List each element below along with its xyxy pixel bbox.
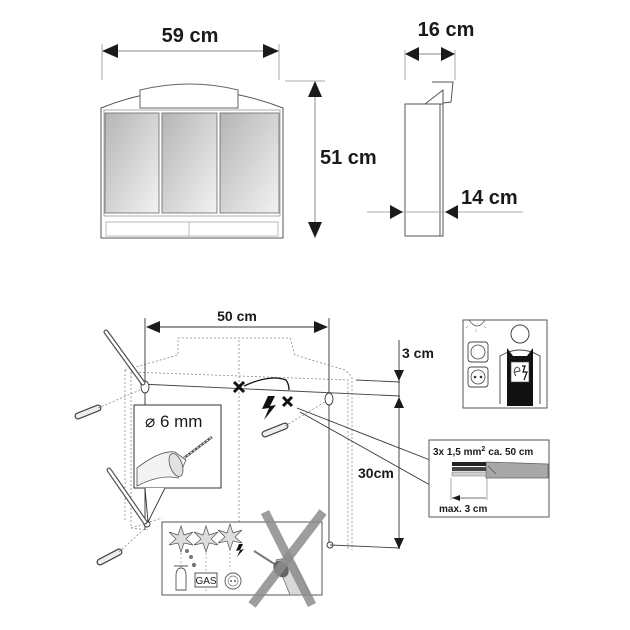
arrow-down-icon <box>394 370 404 381</box>
warning-panel: GAS <box>161 509 327 608</box>
wall-plug-icon <box>96 529 144 566</box>
arrow-left-icon <box>146 321 160 333</box>
arrow-down-icon <box>308 222 322 238</box>
height-label: 51 cm <box>320 147 377 169</box>
depth-top-label: 16 cm <box>418 19 475 41</box>
arrow-right-icon <box>263 44 279 58</box>
burst-icon <box>168 524 194 554</box>
faucet-icon <box>174 565 188 591</box>
hole-spacing-label: 50 cm <box>217 308 257 324</box>
strip-length-label: max. 3 cm <box>439 504 487 515</box>
depth-body-label: 14 cm <box>461 187 518 209</box>
socket-icon <box>224 572 242 590</box>
arrow-up-icon <box>308 81 322 97</box>
vertical-spacing-label: 30cm <box>358 465 394 481</box>
water-drop-icon <box>185 549 189 553</box>
arrow-left-icon <box>405 47 419 61</box>
drill-icon <box>136 436 213 487</box>
arrow-up-icon <box>394 397 404 408</box>
cable-spec-superscript: 2 <box>481 446 485 453</box>
pencil-icon <box>103 329 146 386</box>
mounting-diagram: 50 cm <box>74 308 550 608</box>
keyhole-icon <box>324 392 334 406</box>
arrow-left-icon <box>102 44 118 58</box>
arrow-right-icon <box>441 47 455 61</box>
drill-bit-inset: ⌀ 6 mm <box>133 404 222 524</box>
width-label: 59 cm <box>162 25 219 47</box>
drill-bit-label: ⌀ 6 mm <box>145 412 202 431</box>
prohibited-cross-icon <box>248 509 327 608</box>
pencil-icon <box>106 467 148 525</box>
wall-plug-icon <box>74 389 141 420</box>
cable-spec-label: 3x 1,5 mm <box>433 447 481 458</box>
burst-icon <box>217 522 243 552</box>
cable-icon <box>451 461 549 479</box>
cross-mark-icon <box>281 395 294 408</box>
lightning-icon <box>262 396 276 420</box>
arrow-left-icon <box>445 205 458 219</box>
electrician-icon <box>462 319 548 409</box>
arrow-right-icon <box>314 321 328 333</box>
wall-plug-icon <box>261 401 326 438</box>
cable-length-label: ca. 50 cm <box>488 447 533 458</box>
top-offset-label: 3 cm <box>402 345 434 361</box>
lightning-icon <box>236 544 244 557</box>
burst-icon <box>193 524 219 554</box>
front-view: 59 cm 51 cm <box>100 25 377 239</box>
arrow-down-icon <box>394 538 404 549</box>
cross-mark-icon <box>232 380 246 394</box>
arrow-right-icon <box>390 205 403 219</box>
side-view: 16 cm 14 cm <box>367 19 523 237</box>
gas-label: GAS <box>195 576 216 587</box>
